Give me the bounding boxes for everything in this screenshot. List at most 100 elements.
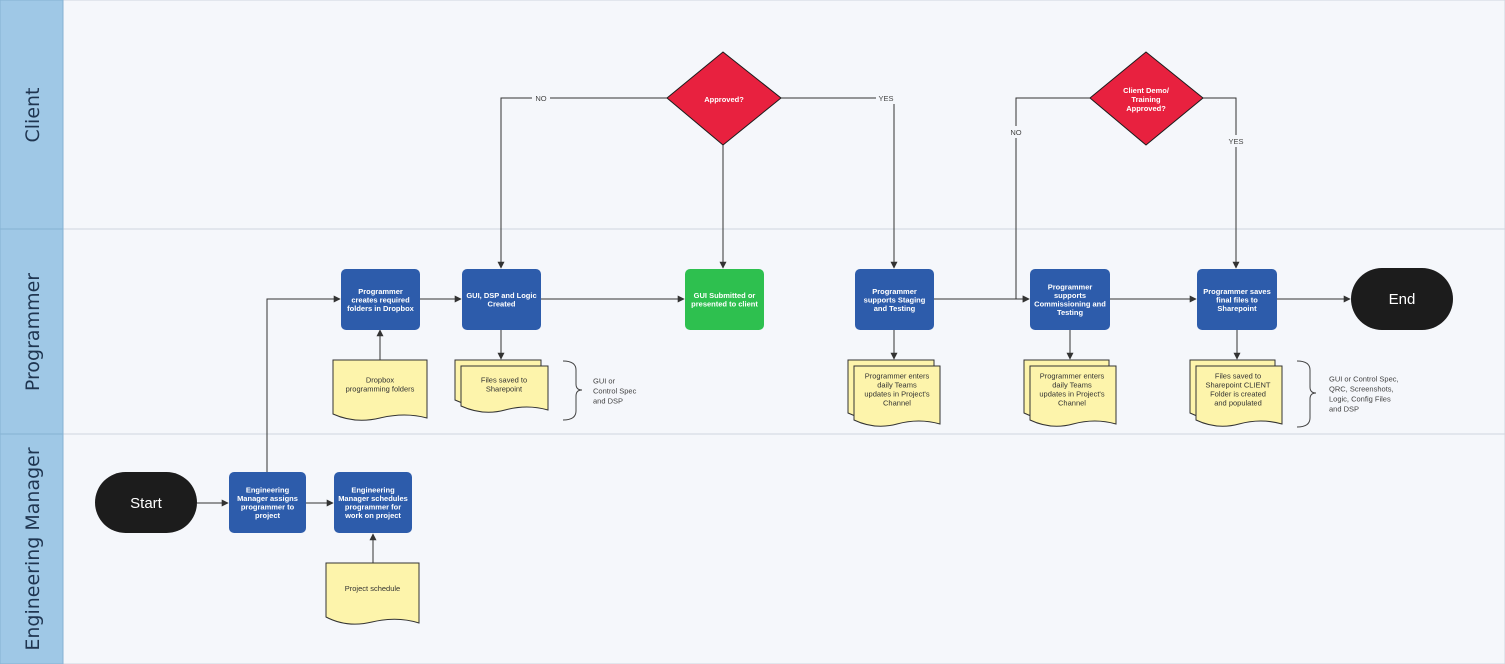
text-line: Engineering: [246, 486, 290, 495]
text-line: programming folders: [346, 384, 415, 393]
text-line: GUI Submitted or: [694, 291, 756, 300]
terminal-end-label: End: [1389, 291, 1416, 308]
brace-gui-files: [562, 360, 583, 421]
note-final-files-text: GUI or Control Spec,QRC, Screenshots,Log…: [1329, 374, 1399, 413]
terminal-start-label: Start: [130, 495, 163, 512]
text-line: work on project: [344, 511, 401, 520]
note-final-files: GUI or Control Spec,QRC, Screenshots,Log…: [1296, 360, 1399, 428]
text-line: Manager schedules: [338, 494, 408, 503]
text-line: and Testing: [874, 304, 916, 313]
text-line: Programmer: [358, 287, 403, 296]
text-line: Programmer enters: [865, 371, 930, 380]
label-demo-no: NO: [1010, 128, 1021, 137]
text-line: Engineering: [351, 486, 395, 495]
text-line: updates in Project's: [1039, 389, 1104, 398]
text-line: daily Teams: [1052, 380, 1092, 389]
decision-approved[interactable]: Approved?: [666, 51, 782, 146]
text-line: Files saved to: [481, 375, 527, 384]
text-line: QRC, Screenshots,: [1329, 384, 1394, 393]
terminal-start[interactable]: Start: [95, 472, 197, 533]
text-line: Dropbox: [366, 375, 395, 384]
decision-approved-text: Approved?: [704, 95, 744, 104]
text-line: Channel: [883, 398, 911, 407]
edge-demo-yes: [1203, 97, 1240, 269]
text-line: Commissioning and: [1034, 300, 1106, 309]
text-line: Manager assigns: [237, 494, 298, 503]
edge-approved-no: [497, 97, 667, 269]
text-line: project: [255, 511, 281, 520]
text-line: Programmer: [1048, 283, 1093, 292]
lane-label-engineering-manager: Engineering Manager: [22, 447, 44, 651]
label-approved-no: NO: [535, 94, 546, 103]
label-approved-yes: YES: [878, 94, 893, 103]
text-line: GUI or Control Spec,: [1329, 374, 1399, 383]
text-line: updates in Project's: [864, 389, 929, 398]
text-line: Testing: [1057, 308, 1084, 317]
text-line: Channel: [1058, 398, 1086, 407]
text-line: and DSP: [593, 396, 623, 405]
label-demo-yes: YES: [1228, 137, 1243, 146]
document-project-schedule[interactable]: Project schedule: [325, 562, 420, 625]
text-line: Programmer saves: [1203, 287, 1271, 296]
text-line: Sharepoint: [1217, 304, 1257, 313]
connectors: [197, 97, 1351, 563]
brace-final-files: [1296, 360, 1317, 428]
text-line: folders in Dropbox: [347, 304, 414, 313]
text-line: GUI, DSP and Logic: [466, 291, 536, 300]
text-line: Control Spec: [593, 386, 637, 395]
text-line: Sharepoint CLIENT: [1205, 380, 1270, 389]
text-line: and populated: [1214, 398, 1262, 407]
edge-labels: NO YES NO YES: [532, 92, 1246, 147]
terminal-end[interactable]: End: [1351, 268, 1453, 330]
text-line: Created: [488, 300, 516, 309]
text-line: creates required: [351, 295, 410, 304]
text-line: final files to: [1216, 295, 1258, 304]
edge-demo-no: [1015, 97, 1090, 303]
text-line: Logic, Config Files: [1329, 394, 1391, 403]
text-line: Folder is created: [1210, 389, 1266, 398]
text-line: Files saved to: [1215, 371, 1261, 380]
text-line: supports Staging: [864, 295, 926, 304]
text-line: and DSP: [1329, 404, 1359, 413]
text-line: GUI or: [593, 376, 616, 385]
lane-label-programmer: Programmer: [22, 273, 44, 391]
text-line: Approved?: [1126, 104, 1166, 113]
text-line: daily Teams: [877, 380, 917, 389]
text-line: Programmer: [872, 287, 917, 296]
text-line: Approved?: [704, 95, 744, 104]
text-line: programmer for: [345, 503, 401, 512]
edge-assign-to-create-folders: [266, 295, 341, 472]
